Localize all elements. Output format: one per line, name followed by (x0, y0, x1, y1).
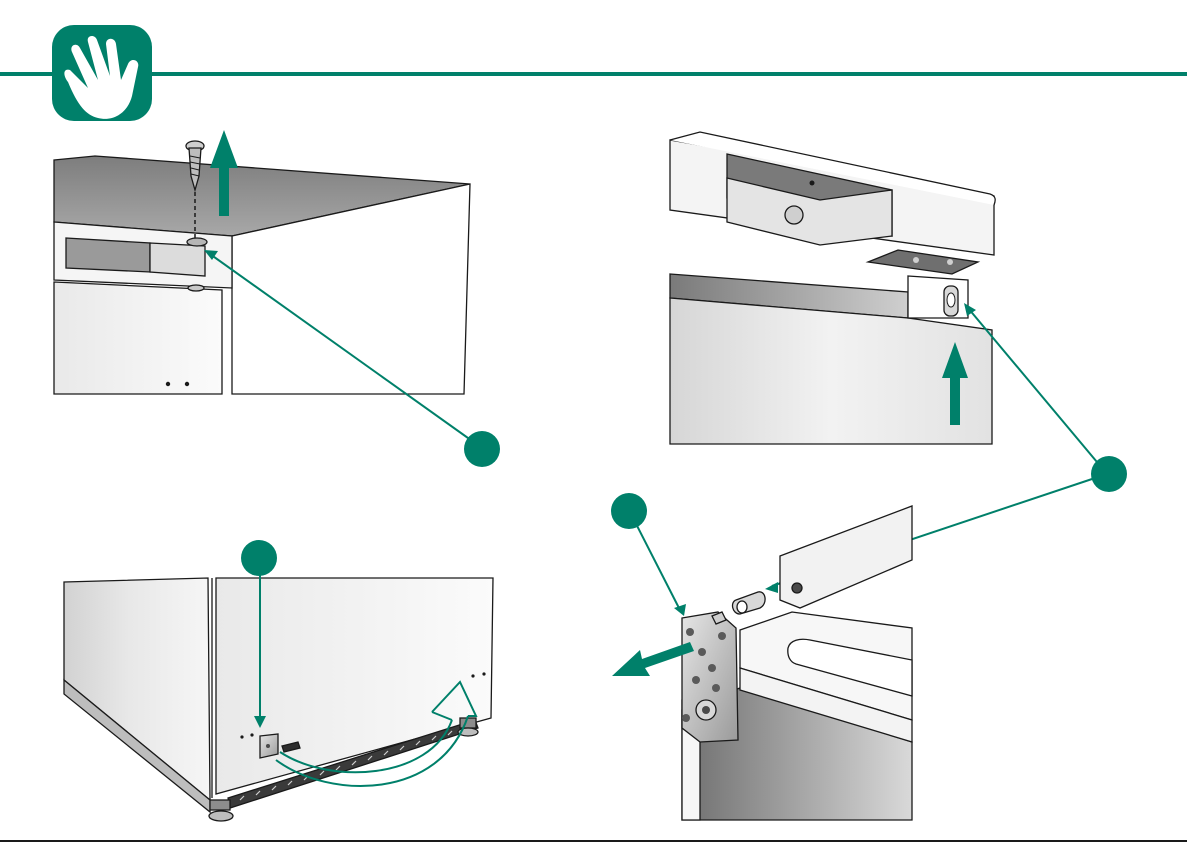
door-top-hole (188, 285, 204, 291)
header-rule (0, 72, 1187, 76)
frame-arm-hole (792, 583, 802, 593)
panel-hinge-bracket-pin (670, 132, 995, 444)
panel-hinge-plate-detail (611, 493, 912, 820)
callout-badge-3 (241, 540, 277, 576)
door-hole-left (166, 382, 170, 386)
callout-badge-1 (464, 431, 500, 467)
cabinet-recess (66, 238, 150, 272)
cabinet-recess-block (150, 243, 205, 276)
callout-arrowhead-4 (674, 604, 686, 616)
callout-badge-2 (1091, 456, 1127, 492)
door-hole-right (185, 382, 189, 386)
panel-cabinet-bottom-hinge-move (64, 540, 493, 821)
header (0, 25, 1187, 121)
callout-badge-4 (611, 493, 647, 529)
small-hinge-plate (868, 250, 978, 274)
cabinet-door (54, 282, 222, 394)
bracket-screw-dot (810, 181, 815, 186)
top-hinge-hole (187, 238, 207, 246)
pin-icon (944, 286, 958, 316)
hinge-block (908, 276, 968, 318)
footer-rule (0, 840, 1187, 842)
loose-pin-icon (733, 592, 766, 614)
bottom-cabinet-left-side (64, 578, 210, 800)
door-panel (670, 298, 992, 444)
hinge-plate-icon (682, 612, 738, 742)
foot-left (209, 800, 233, 821)
callout-arrowhead-2b (765, 582, 778, 593)
panel-cabinet-top-screw (54, 130, 500, 467)
bracket-hole (785, 206, 803, 224)
